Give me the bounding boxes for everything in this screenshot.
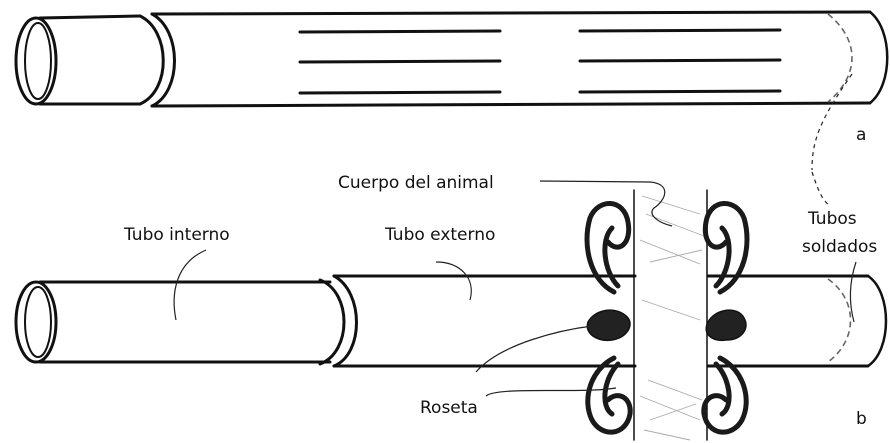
- rosette-blob-right: [706, 310, 746, 340]
- animal-body: [634, 190, 707, 440]
- bottom-tube-assembly: [16, 276, 886, 366]
- top-tube-assembly: [16, 12, 887, 170]
- top-weld-seam: [828, 14, 852, 102]
- top-inner-tube: [16, 16, 140, 104]
- bottom-collar: [320, 276, 357, 366]
- label-tubos-line1: Tubos: [807, 209, 857, 229]
- label-cuerpo-del-animal: Cuerpo del animal: [338, 173, 494, 193]
- rosette-upper-left: [587, 203, 629, 292]
- top-weld-leader: [812, 74, 852, 170]
- label-tubo-interno: Tubo interno: [123, 225, 230, 245]
- leader-tubo-interno: [174, 250, 206, 320]
- rosette-lower-right: [704, 358, 746, 432]
- leader-tubo-externo: [436, 262, 471, 300]
- rosette-upper-right: [705, 203, 747, 292]
- rosette-blob-left: [587, 310, 630, 340]
- label-tubos-line2: soldados: [802, 237, 877, 257]
- top-slots-right: [580, 30, 780, 92]
- label-roseta: Roseta: [420, 398, 478, 418]
- leader-tubos-soldados-top: [812, 172, 830, 206]
- panel-b-label: b: [856, 409, 867, 429]
- bottom-weld-seam: [828, 279, 851, 362]
- panel-a-label: a: [856, 125, 866, 145]
- label-tubo-externo: Tubo externo: [384, 225, 495, 245]
- bottom-inner-tube: [16, 282, 330, 362]
- rosette-lower-left: [588, 358, 630, 432]
- leader-tubos-soldados-bottom: [850, 262, 856, 322]
- top-collar: [140, 14, 175, 106]
- top-slots-left: [300, 31, 500, 93]
